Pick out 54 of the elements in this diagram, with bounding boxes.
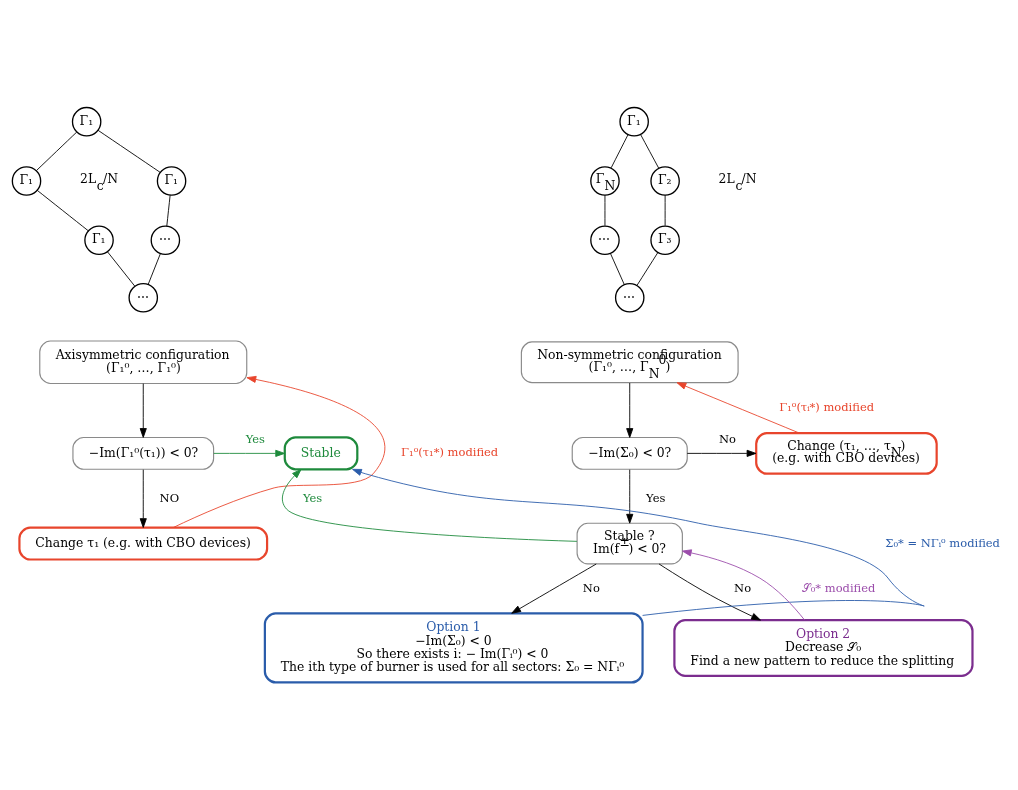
edge-label: No <box>719 432 737 447</box>
edge-label: No <box>734 580 752 595</box>
connector <box>36 189 89 232</box>
connector <box>664 194 666 227</box>
arrow <box>676 382 800 434</box>
connector <box>640 134 660 169</box>
arrow <box>658 563 761 621</box>
edge-label: No <box>582 580 600 595</box>
node-box: −Im(Γ₁⁰(τ₁)) < 0? <box>72 436 215 470</box>
arrow <box>511 563 597 614</box>
arrow <box>626 469 634 524</box>
node-circle: ⋯ <box>590 225 620 256</box>
node-circle: Γ₁ <box>156 166 187 196</box>
node-box: −Im(Σ₀) < 0? <box>571 436 688 470</box>
arrow <box>352 468 925 616</box>
arrow <box>172 375 386 529</box>
node-box: Stable <box>283 436 359 471</box>
connector <box>107 251 136 287</box>
node-box: Axisymmetric configuration (Γ₁⁰, …, Γ₁⁰) <box>39 340 248 385</box>
connector <box>36 131 78 171</box>
edge-label: 𝒮₀* modified <box>801 580 876 595</box>
arrow <box>139 469 147 528</box>
node-box: Option 1 −Im(Σ₀) < 0 So there exists i: − Im(Γᵢ⁰) < 0 The ith type of burner is used for all sectors: Σ₀ = NΓᵢ⁰ <box>263 612 644 684</box>
edge-label: Γ₁⁰(τ₁*) modified <box>401 445 499 460</box>
node-circle: Γ₁ <box>11 166 42 196</box>
edge-label: Yes <box>245 432 265 447</box>
connector <box>97 129 161 173</box>
arrow <box>213 449 285 457</box>
connector <box>610 253 625 285</box>
edge-label: Σ₀* = NΓᵢ⁰ modified <box>885 535 1000 550</box>
node-circle: Γ₃ <box>650 225 680 256</box>
node-circle: Γ₂ <box>650 166 680 196</box>
arrow <box>686 449 757 457</box>
connector <box>166 194 171 227</box>
edge-label: Γ₁⁰(τᵢ*) modified <box>779 400 875 415</box>
node-circle: Γ₁ <box>84 225 114 256</box>
node-box: Change τ₁ (e.g. with CBO devices) <box>18 526 269 561</box>
connector <box>604 194 606 227</box>
node-circle: ⋯ <box>614 282 645 313</box>
node-circle: Γ₁ <box>71 106 102 137</box>
edge-label: NO <box>159 490 180 505</box>
arrow <box>139 383 147 438</box>
edge-label: Yes <box>302 490 323 505</box>
edge-label: Yes <box>646 490 666 505</box>
node-box: Option 2 Decrease 𝒮₀ Find a new pattern to reduce the splitting <box>673 619 974 677</box>
node-circle: Γ₁ <box>619 106 649 137</box>
node-circle: ⋯ <box>150 225 181 256</box>
connector <box>147 253 161 285</box>
arrow <box>281 469 578 542</box>
connector <box>610 134 629 169</box>
arrow <box>681 549 805 621</box>
node-circle: ⋯ <box>128 282 159 313</box>
connector <box>636 252 659 286</box>
arrow <box>626 382 634 438</box>
